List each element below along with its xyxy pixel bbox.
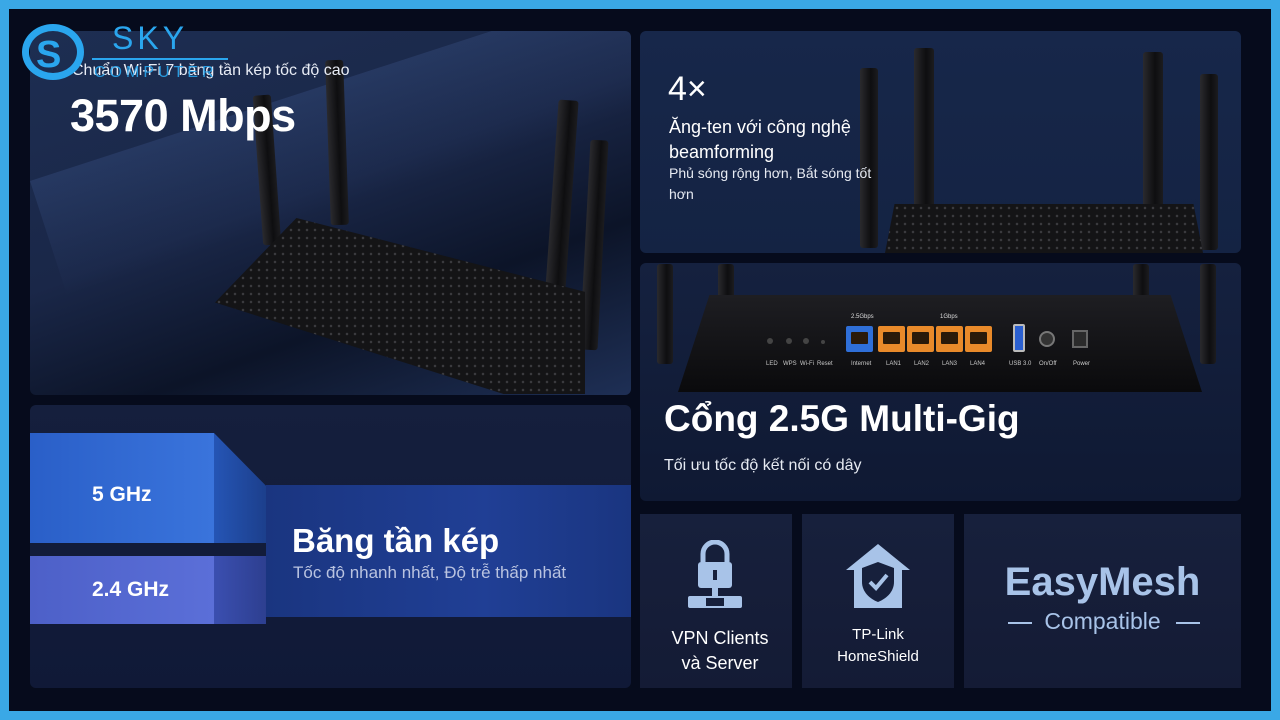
port-label: WPS xyxy=(783,361,797,367)
router-antenna xyxy=(1200,264,1216,364)
port-label: LAN3 xyxy=(942,361,958,367)
router-antenna xyxy=(1143,52,1163,248)
port-label: Internet xyxy=(851,361,872,367)
vpn-lock-icon xyxy=(688,540,742,608)
homeshield-label: TP-Link HomeShield xyxy=(837,626,919,665)
port-label: On/Off xyxy=(1039,361,1057,367)
lan-port xyxy=(936,326,963,352)
band-24ghz-label: 2.4 GHz xyxy=(92,578,170,601)
logo-icon xyxy=(22,24,84,80)
logo-s-icon: S xyxy=(36,34,62,76)
usb-port xyxy=(1013,324,1025,352)
band-24ghz-side xyxy=(214,556,266,624)
port-label: USB 3.0 xyxy=(1009,361,1032,367)
band-title: Băng tần kép xyxy=(292,522,500,559)
internet-port xyxy=(846,326,873,352)
logo-divider xyxy=(92,58,228,60)
router-antenna xyxy=(1200,74,1218,250)
lan-port xyxy=(907,326,934,352)
easymesh-divider xyxy=(1008,622,1032,624)
status-dot xyxy=(821,340,825,344)
port-speed-tag: 1Gbps xyxy=(940,314,958,320)
router-image xyxy=(885,204,1203,253)
speed-subtitle: Chuẩn Wi-Fi 7 băng tần kép tốc độ cao xyxy=(72,62,350,79)
band-strip xyxy=(266,485,631,617)
lan-port xyxy=(965,326,992,352)
band-subtitle: Tốc độ nhanh nhất, Độ trễ thấp nhất xyxy=(293,563,567,582)
port-label: Reset xyxy=(817,361,833,367)
port-label: Power xyxy=(1073,361,1091,367)
router-antenna xyxy=(657,264,673,364)
ports-title: Cổng 2.5G Multi-Gig xyxy=(664,398,1020,439)
easymesh-divider xyxy=(1176,622,1200,624)
status-dot xyxy=(786,338,792,344)
status-dot xyxy=(803,338,809,344)
speed-value: 3570 Mbps xyxy=(70,90,296,141)
band-5ghz-label: 5 GHz xyxy=(92,483,152,506)
logo-brand-top: SKY xyxy=(112,20,189,56)
lan-port xyxy=(878,326,905,352)
port-speed-tag: 2.5Gbps xyxy=(851,314,874,320)
antenna-subtitle: Phủ sóng rộng hơn, Bắt sóng tốt hơn xyxy=(669,165,872,202)
status-dot xyxy=(767,338,773,344)
logo-brand-bottom: COMPUTER xyxy=(94,64,218,81)
band-5ghz-block xyxy=(30,433,214,543)
ports-subtitle: Tối ưu tốc độ kết nối có dây xyxy=(664,457,862,474)
band-24ghz-block xyxy=(30,556,214,624)
homeshield-icon xyxy=(846,544,910,608)
port-label: LED xyxy=(766,361,778,367)
antenna-count: 4× xyxy=(668,70,707,108)
port-label: LAN4 xyxy=(970,361,986,367)
port-label: Wi-Fi xyxy=(800,361,814,367)
easymesh-title: EasyMesh xyxy=(1004,560,1201,604)
easymesh-panel xyxy=(964,514,1241,688)
easymesh-subtitle: Compatible xyxy=(1044,608,1161,634)
port-label: LAN1 xyxy=(886,361,902,367)
router-antenna xyxy=(914,48,934,248)
antenna-title: Ăng-ten với công nghệ beamforming xyxy=(669,117,851,162)
vpn-label: VPN Clients và Server xyxy=(671,628,769,673)
port-label: LAN2 xyxy=(914,361,930,367)
power-button-icon xyxy=(1039,331,1055,347)
power-jack-icon xyxy=(1072,330,1088,348)
router-antenna xyxy=(860,68,878,248)
